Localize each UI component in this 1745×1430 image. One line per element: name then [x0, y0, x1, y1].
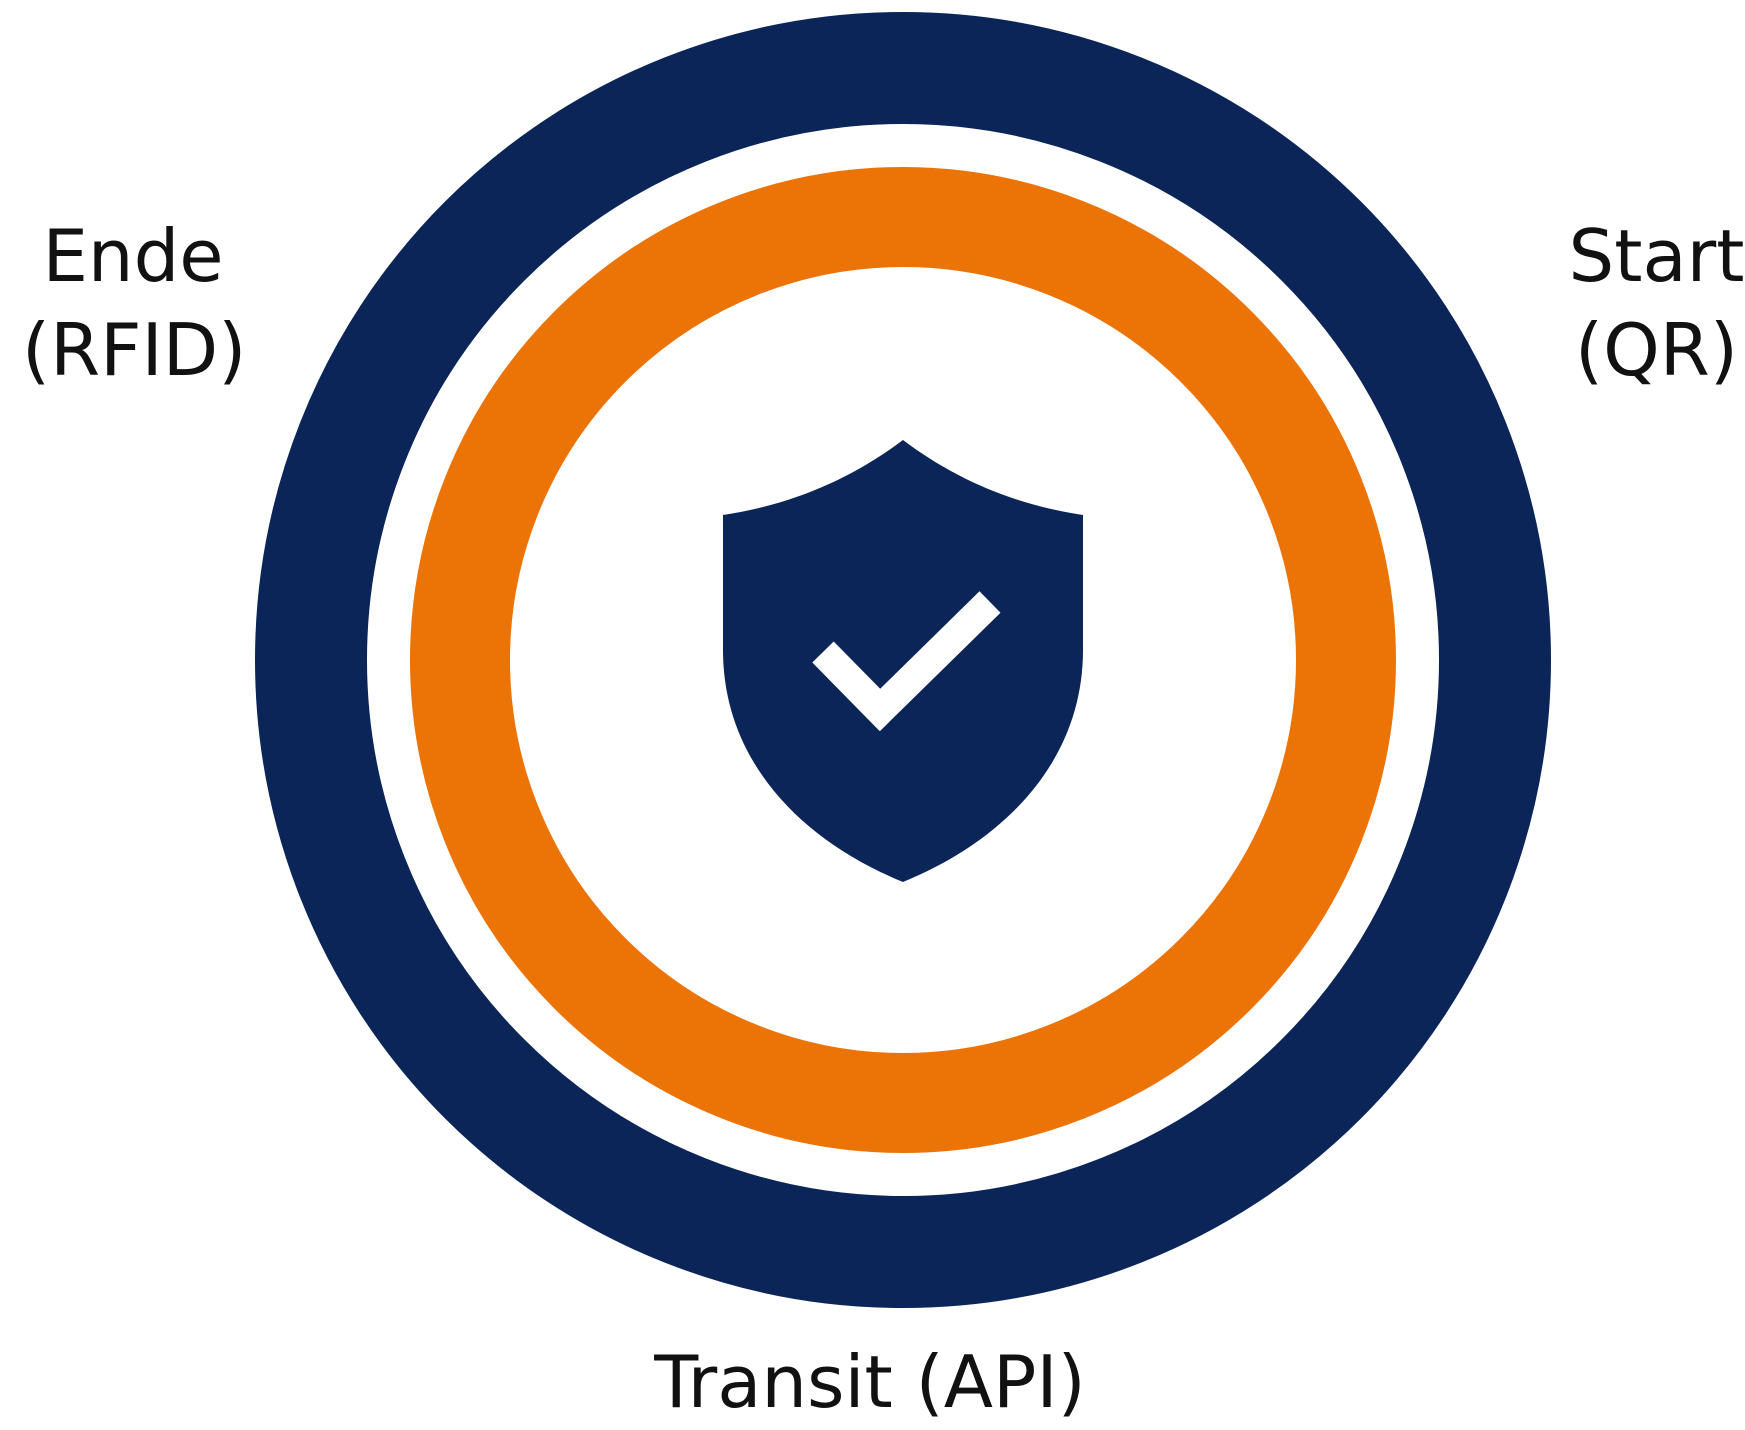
ende-label-line1: Ende [42, 214, 224, 298]
shield-shape [723, 440, 1083, 882]
transit-label: Transit (API) [600, 1336, 1140, 1430]
start-label: Start (QR) [1568, 210, 1745, 397]
start-label-line2: (QR) [1575, 307, 1738, 392]
ende-label: Ende (RFID) [22, 210, 247, 397]
checkmark-icon [812, 591, 1001, 732]
ende-label-line2: (RFID) [22, 307, 247, 392]
shield-check-icon [723, 440, 1083, 882]
inner-ring [410, 167, 1396, 1153]
transit-label-text: Transit (API) [654, 1340, 1086, 1424]
start-label-line1: Start [1568, 214, 1745, 298]
outer-ring [255, 12, 1551, 1308]
